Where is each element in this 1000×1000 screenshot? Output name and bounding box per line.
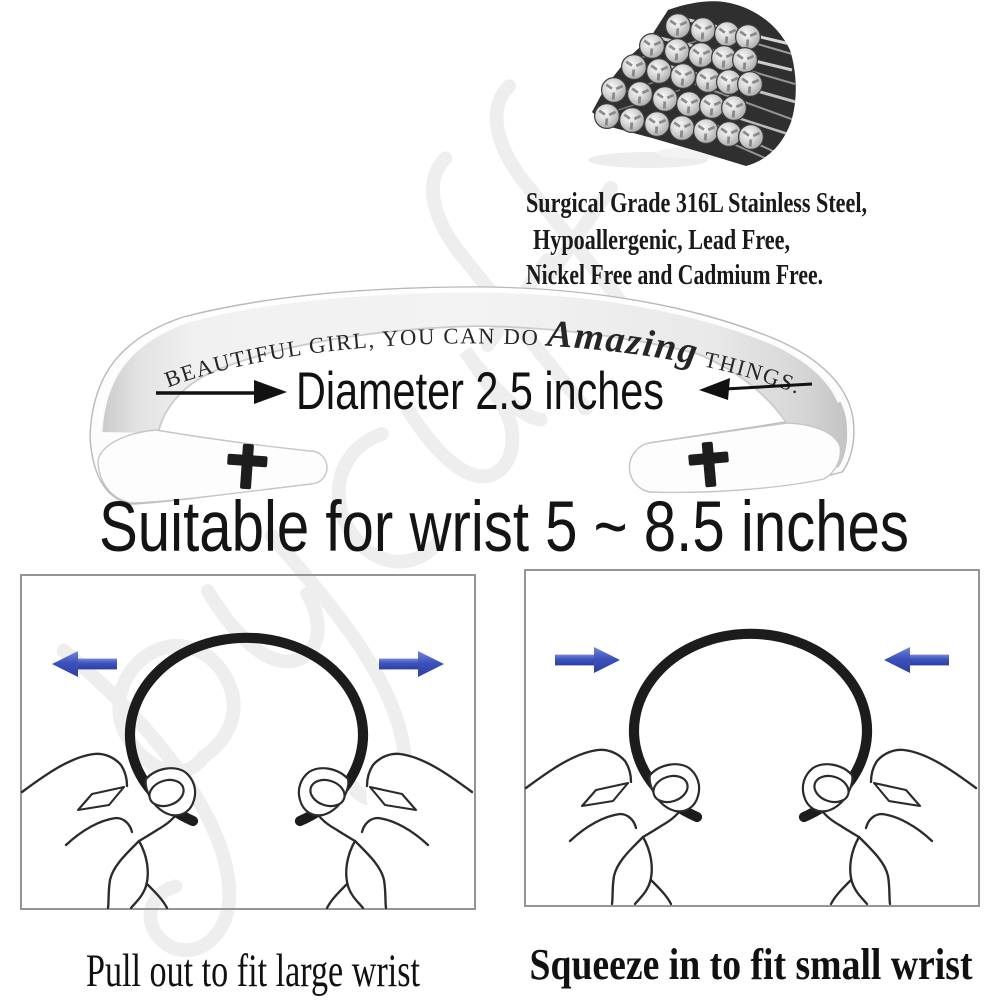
svg-text:Diameter 2.5 inches: Diameter 2.5 inches — [296, 362, 664, 421]
svg-text:Surgical Grade 316L Stainless: Surgical Grade 316L Stainless Steel, — [526, 188, 867, 219]
svg-text:Suitable for wrist 5 ~ 8.5 inc: Suitable for wrist 5 ~ 8.5 inches — [99, 488, 909, 567]
svg-text:Pull out to fit large wrist: Pull out to fit large wrist — [86, 945, 420, 997]
svg-text:Nickel Free and Cadmium Free.: Nickel Free and Cadmium Free. — [526, 260, 823, 291]
svg-text:Squeeze in to fit small wrist: Squeeze in to fit small wrist — [530, 940, 973, 989]
svg-text:Hypoallergenic, Lead Free,: Hypoallergenic, Lead Free, — [533, 225, 790, 256]
